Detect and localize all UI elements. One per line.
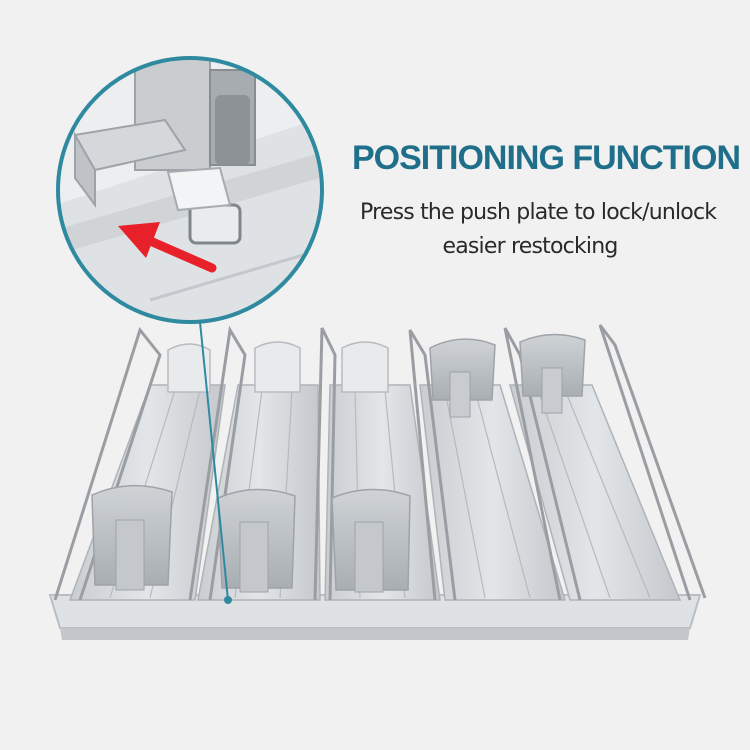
wire-dividers (53, 324, 707, 601)
pusher-front-3 (331, 488, 411, 593)
lens-pointer-line (199, 321, 229, 601)
headline: POSITIONING FUNCTION (352, 139, 741, 177)
pusher-back-3 (341, 341, 389, 393)
subtext: Press the push plate to lock/unlock easi… (360, 196, 717, 264)
magnifier-lens (56, 56, 324, 324)
front-pushers (91, 485, 411, 593)
pusher-back-5 (519, 333, 586, 414)
subtext-line-2: easier restocking (442, 234, 618, 259)
rack-base (48, 594, 702, 640)
arrow-left-icon (118, 222, 217, 273)
pusher-back-2 (254, 341, 301, 393)
lens-pointer-dot (224, 596, 232, 604)
pusher-back-1 (167, 343, 211, 393)
subtext-line-1: Press the push plate to lock/unlock (360, 200, 717, 225)
pusher-front-1 (91, 485, 173, 591)
pusher-back-4 (429, 338, 496, 418)
back-pushers (167, 333, 586, 418)
pusher-front-2 (217, 488, 296, 593)
